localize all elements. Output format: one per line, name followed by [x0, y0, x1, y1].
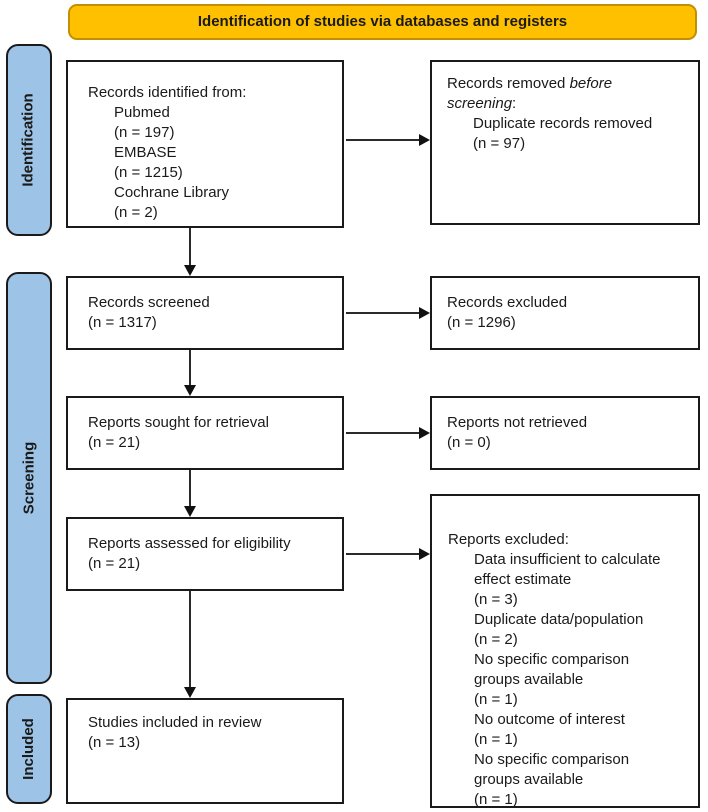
box-records-screened: Records screened (n = 1317) [66, 276, 344, 350]
records-removed-title-prefix: Records removed [447, 75, 570, 92]
box-reports-assessed: Reports assessed for eligibility (n = 21… [66, 517, 344, 591]
box-reports-sought: Reports sought for retrieval (n = 21) [66, 396, 344, 470]
stage-screening-label: Screening [20, 441, 37, 515]
records-removed-title-italic: before screening [447, 75, 613, 112]
removed-count: (n = 97) [473, 135, 526, 152]
stage-identification-label: Identification [20, 93, 37, 187]
records-identified-items: Pubmed (n = 197) EMBASE (n = 1215) Cochr… [114, 103, 334, 223]
arrow-assessed-to-reports-excluded [346, 548, 430, 560]
banner-label: Identification of studies via databases … [197, 13, 568, 30]
box-records-removed: Records removed before screening: Duplic… [430, 60, 700, 225]
arrow-screened-to-sought [184, 350, 196, 396]
banner: Identification of studies via databases … [68, 4, 697, 40]
reports-sought-line: Reports sought for retrieval [88, 414, 269, 431]
reports-sought-count: (n = 21) [88, 434, 141, 451]
exclusion-reason-line: groups available [474, 671, 584, 688]
reports-assessed-count: (n = 21) [88, 555, 141, 572]
stage-identification: Identification [6, 44, 52, 236]
exclusion-reason-count: (n = 1) [474, 731, 518, 748]
stage-included-label: Included [20, 718, 38, 780]
box-records-identified: Records identified from: Pubmed (n = 197… [66, 60, 344, 228]
exclusion-reason-count: (n = 2) [474, 631, 518, 648]
reports-not-retrieved-count: (n = 0) [447, 434, 491, 451]
reports-excluded-title: Reports excluded: [448, 531, 569, 548]
exclusion-reason-line: No outcome of interest [474, 711, 625, 728]
studies-included-line: Studies included in review [88, 714, 262, 731]
exclusion-reason-count: (n = 1) [474, 691, 518, 708]
reports-not-retrieved-line: Reports not retrieved [447, 414, 588, 431]
reports-excluded-reasons: Data insufficient to calculate effect es… [474, 550, 692, 810]
exclusion-reason-count: (n = 3) [474, 591, 518, 608]
exclusion-reason-line: No specific comparison [474, 651, 630, 668]
stage-included: Included [6, 694, 52, 804]
exclusion-reason-count: (n = 1) [474, 791, 518, 808]
exclusion-reason-line: groups available [474, 771, 584, 788]
exclusion-reason-line: Data insufficient to calculate [474, 551, 661, 568]
source-count: (n = 197) [114, 124, 175, 141]
arrow-screened-to-excluded [346, 307, 430, 319]
records-removed-title: Records removed before screening: [447, 74, 653, 114]
box-records-excluded: Records excluded (n = 1296) [430, 276, 700, 350]
reports-assessed-line: Reports assessed for eligibility [88, 535, 291, 552]
records-screened-line: Records screened [88, 294, 210, 311]
box-studies-included: Studies included in review (n = 13) [66, 698, 344, 804]
source-line: Pubmed [114, 104, 170, 121]
records-removed-title-suffix: : [512, 95, 517, 112]
arrow-identified-to-screened [184, 228, 196, 276]
removed-reason: Duplicate records removed [473, 115, 653, 132]
exclusion-reason-line: No specific comparison [474, 751, 630, 768]
source-line: EMBASE [114, 144, 177, 161]
arrow-assessed-to-included [184, 591, 196, 698]
stage-screening: Screening [6, 272, 52, 684]
records-screened-count: (n = 1317) [88, 314, 157, 331]
arrow-sought-to-assessed [184, 470, 196, 517]
studies-included-count: (n = 13) [88, 734, 141, 751]
box-reports-not-retrieved: Reports not retrieved (n = 0) [430, 396, 700, 470]
records-removed-items: Duplicate records removed (n = 97) [473, 114, 690, 154]
arrow-sought-to-not-retrieved [346, 427, 430, 439]
source-line: Cochrane Library [114, 184, 230, 201]
arrow-identified-to-removed [346, 134, 430, 146]
source-count: (n = 1215) [114, 164, 183, 181]
source-count: (n = 2) [114, 204, 158, 221]
exclusion-reason-line: effect estimate [474, 571, 572, 588]
records-excluded-count: (n = 1296) [447, 314, 516, 331]
box-reports-excluded: Reports excluded: Data insufficient to c… [430, 494, 700, 808]
records-identified-title: Records identified from: [88, 84, 247, 101]
records-excluded-line: Records excluded [447, 294, 568, 311]
exclusion-reason-line: Duplicate data/population [474, 611, 644, 628]
